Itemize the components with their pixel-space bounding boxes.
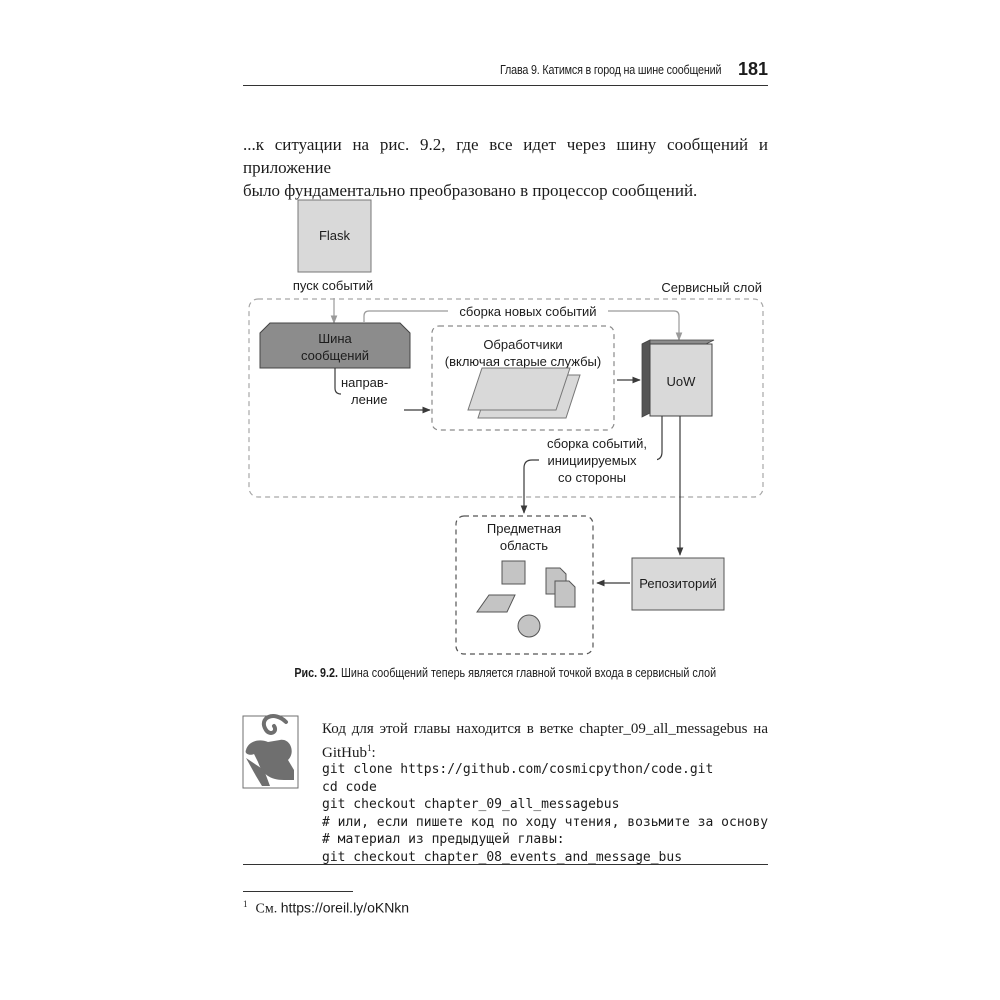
paragraph-line: было фундаментально преобразовано в проц…: [243, 181, 698, 200]
domain-circle-shape: [517, 614, 541, 638]
caption-text: Шина сообщений теперь является главной т…: [338, 666, 717, 680]
footnote-link[interactable]: https://oreil.ly/oKNkn: [280, 899, 410, 916]
domain-box: [455, 515, 594, 655]
repository-box: Репозиторий: [631, 557, 725, 611]
domain-square-shape: [501, 560, 526, 585]
code-line: git clone https://github.com/cosmicpytho…: [322, 762, 714, 777]
running-header-title: Глава 9. Катимся в город на шине сообщен…: [500, 63, 722, 77]
lemur-icon: [242, 714, 299, 789]
handlers-label-line1: Обработчики: [483, 337, 562, 352]
service-layer-label: Сервисный слой: [661, 280, 762, 295]
domain-documents-shape: [545, 567, 576, 608]
event-trigger-label: пуск событий: [293, 278, 373, 293]
domain-parallelogram-shape: [476, 594, 516, 613]
header-rule: [243, 85, 768, 86]
page-number: 181: [738, 59, 769, 79]
code-line: git checkout chapter_08_events_and_messa…: [322, 849, 683, 865]
note-rule: [243, 864, 768, 865]
footnote: 1 См. https://oreil.ly/oKNkn: [243, 899, 409, 918]
flask-label: Flask: [319, 228, 351, 243]
handlers-label-line2: (включая старые службы): [445, 354, 601, 369]
flask-box: Flask: [297, 199, 372, 273]
bus-label-line2: сообщений: [301, 348, 369, 363]
service-layer-region: [248, 298, 764, 498]
code-line: git checkout chapter_09_all_messagebus: [322, 797, 620, 812]
code-line: # материал из предыдущей главы:: [322, 832, 565, 847]
collect-events-label-line1: сборка событий,: [547, 436, 647, 451]
routing-arrow-top: [334, 368, 342, 395]
footnote-prefix: См.: [255, 901, 278, 917]
domain-label-line2: область: [500, 538, 548, 553]
domain-label-line1: Предметная: [487, 521, 561, 536]
repository-label: Репозиторий: [639, 576, 716, 591]
code-block: git clone https://github.com/cosmicpytho…: [322, 761, 768, 866]
footnote-number: 1: [243, 899, 248, 909]
footnote-ref: 1: [367, 743, 372, 753]
message-bus-shape: Шина сообщений: [259, 322, 411, 369]
paragraph-line: ...к ситуации на рис. 9.2, где все идет …: [243, 135, 768, 177]
collect-new-events-label: сборка новых событий: [459, 304, 596, 319]
body-paragraph: ...к ситуации на рис. 9.2, где все идет …: [243, 133, 768, 202]
bus-label-line1: Шина: [318, 331, 352, 346]
footnote-rule: [243, 891, 353, 892]
routing-label-line2: ление: [351, 392, 388, 407]
uow-box: UoW: [641, 339, 715, 418]
note-line: Код для этой главы находится в ветке cha…: [322, 721, 768, 737]
note-text: Код для этой главы находится в ветке cha…: [322, 720, 768, 763]
code-line: # или, если пишете код по ходу чтения, в…: [322, 814, 769, 830]
code-line: cd code: [322, 779, 377, 795]
note-line-2: GitHub1:: [322, 743, 376, 761]
figure-caption: Рис. 9.2. Шина сообщений теперь является…: [243, 666, 768, 680]
collect-events-label-line3: со стороны: [558, 470, 626, 485]
routing-label-line1: направ-: [341, 375, 388, 390]
collect-events-label-line2: инициируемых: [547, 453, 637, 468]
uow-label: UoW: [667, 374, 697, 389]
figure-label: Рис. 9.2.: [294, 666, 339, 680]
handler-sheet-front: [467, 367, 571, 411]
